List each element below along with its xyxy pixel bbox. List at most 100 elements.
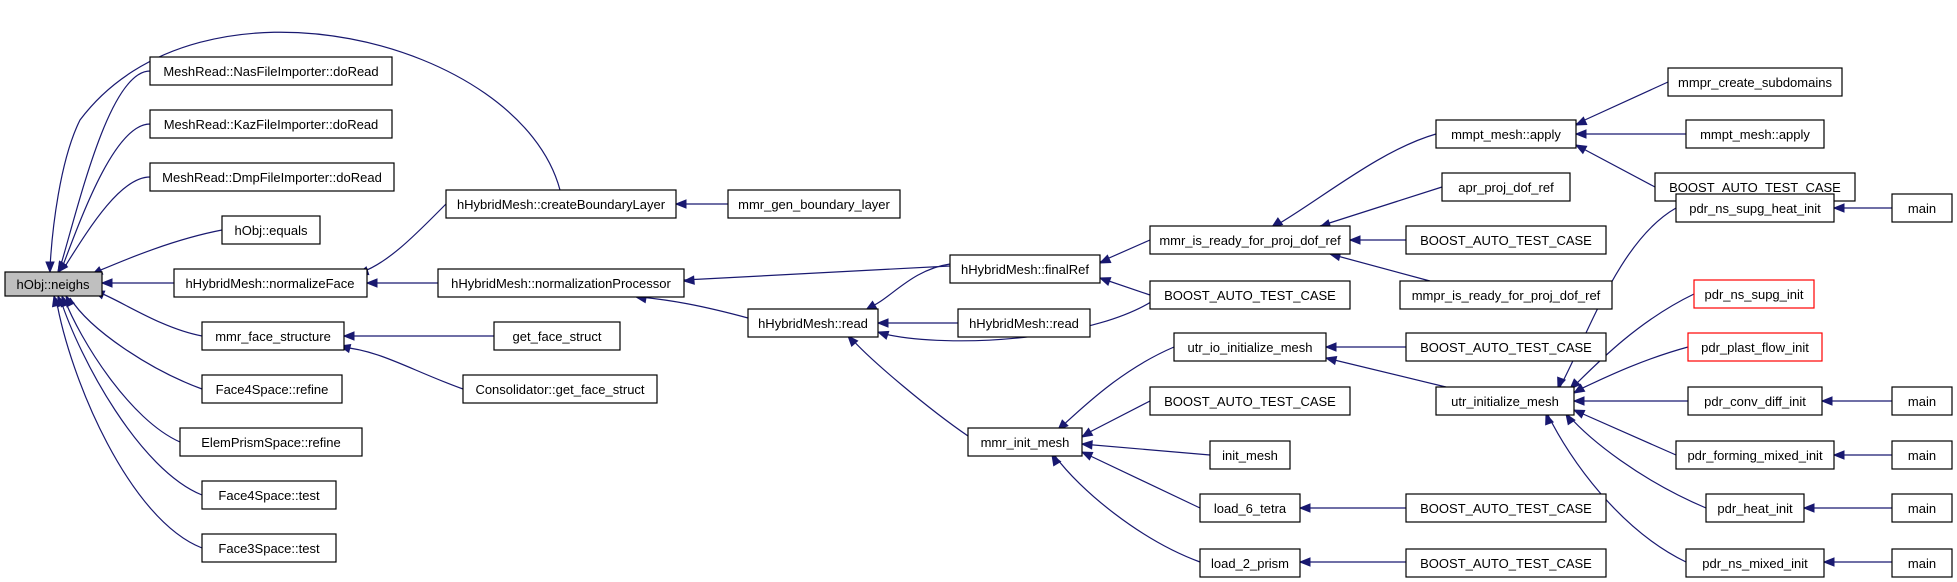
call-edge [1329,253,1431,282]
node-utr-io-initialize-mesh[interactable]: utr_io_initialize_mesh [1173,332,1327,362]
svg-text:utr_io_initialize_mesh: utr_io_initialize_mesh [1187,340,1312,355]
node-dmp-doread[interactable]: MeshRead::DmpFileImporter::doRead [149,162,395,192]
edge-arrowhead [45,261,55,274]
svg-text:pdr_ns_supg_heat_init: pdr_ns_supg_heat_init [1689,201,1821,216]
node-hhm-normalizationprocessor[interactable]: hHybridMesh::normalizationProcessor [437,268,685,298]
edge-arrowhead [365,278,378,288]
node-boost-f[interactable]: BOOST_AUTO_TEST_CASE [1405,548,1607,578]
node-pdr-forming-mixed-init[interactable]: pdr_forming_mixed_init [1675,440,1835,470]
svg-text:BOOST_AUTO_TEST_CASE: BOOST_AUTO_TEST_CASE [1420,233,1592,248]
node-hobj-equals[interactable]: hObj::equals [221,215,321,245]
call-edge [1054,455,1201,563]
edge-arrowhead [1080,440,1093,450]
node-utr-initialize-mesh[interactable]: utr_initialize_mesh [1435,386,1575,416]
edge-arrowhead [876,318,889,328]
node-kaz-doread[interactable]: MeshRead::KazFileImporter::doRead [149,109,393,139]
node-mmpt-mesh-apply[interactable]: mmpt_mesh::apply [1435,119,1577,149]
node-hhm-read[interactable]: hHybridMesh::read [747,308,879,338]
call-edge [1319,186,1443,227]
node-main-2[interactable]: main [1891,386,1953,416]
node-hhm-read-2[interactable]: hHybridMesh::read [957,308,1091,338]
call-edge [61,123,151,269]
svg-text:get_face_struct: get_face_struct [513,329,602,344]
call-edge [1081,400,1151,437]
node-init-mesh[interactable]: init_mesh [1209,440,1291,470]
svg-text:hHybridMesh::createBoundaryLay: hHybridMesh::createBoundaryLayer [457,197,666,212]
edge-arrowhead [1080,451,1094,461]
call-graph-nodes: hObj::neighs MeshRead::NasFileImporter::… [4,56,1953,578]
edge-arrowhead [1574,129,1587,139]
node-pdr-ns-mixed-init[interactable]: pdr_ns_mixed_init [1685,548,1825,578]
node-pdr-ns-supg-heat-init[interactable]: pdr_ns_supg_heat_init [1675,193,1835,223]
call-edge [1567,414,1707,509]
edge-arrowhead [1051,453,1062,467]
svg-text:BOOST_AUTO_TEST_CASE: BOOST_AUTO_TEST_CASE [1164,394,1336,409]
node-mmr-init-mesh[interactable]: mmr_init_mesh [967,427,1083,457]
node-nas-doread[interactable]: MeshRead::NasFileImporter::doRead [149,56,393,86]
node-main-4[interactable]: main [1891,493,1953,523]
call-edge [1573,346,1689,393]
edge-arrowhead [1572,383,1586,394]
node-get-face-struct[interactable]: get_face_struct [493,321,621,351]
node-mmr-face-structure[interactable]: mmr_face_structure [201,321,345,351]
edge-arrowhead [1298,557,1311,567]
call-edge [59,297,203,496]
node-hhm-finalref[interactable]: hHybridMesh::finalRef [949,254,1101,284]
svg-text:pdr_heat_init: pdr_heat_init [1717,501,1793,516]
node-mmpt-mesh-apply-2[interactable]: mmpt_mesh::apply [1685,119,1825,149]
edge-arrowhead [876,330,890,340]
node-main-3[interactable]: main [1891,440,1953,470]
svg-text:BOOST_AUTO_TEST_CASE: BOOST_AUTO_TEST_CASE [1420,501,1592,516]
edge-arrowhead [1822,557,1835,567]
call-edge [1325,357,1447,388]
node-boost-d[interactable]: BOOST_AUTO_TEST_CASE [1405,332,1607,362]
node-face4-test[interactable]: Face4Space::test [201,480,337,510]
node-face4-refine[interactable]: Face4Space::refine [201,374,343,404]
svg-text:main: main [1908,556,1936,571]
node-mmr-is-ready-for-proj-dof-ref[interactable]: mmr_is_ready_for_proj_dof_ref [1149,225,1351,255]
node-consolidator-get-face-struct[interactable]: Consolidator::get_face_struct [462,374,658,404]
call-edge [1573,409,1677,456]
node-elemprism-refine[interactable]: ElemPrismSpace::refine [179,427,363,457]
node-mmr-gen-boundary-layer[interactable]: mmr_gen_boundary_layer [727,189,901,219]
node-load-2-prism[interactable]: load_2_prism [1199,548,1301,578]
call-edge [49,31,561,269]
edge-arrowhead [100,278,113,288]
svg-text:mmpr_create_subdomains: mmpr_create_subdomains [1678,75,1832,90]
svg-text:main: main [1908,394,1936,409]
node-boost-e[interactable]: BOOST_AUTO_TEST_CASE [1405,493,1607,523]
node-pdr-conv-diff-init[interactable]: pdr_conv_diff_init [1687,386,1823,416]
svg-text:MeshRead::DmpFileImporter::doR: MeshRead::DmpFileImporter::doRead [162,170,382,185]
call-edge [849,336,969,437]
call-edge [683,265,951,281]
node-hobj-neighs[interactable]: hObj::neighs [4,271,103,297]
node-boost-a[interactable]: BOOST_AUTO_TEST_CASE [1149,280,1351,310]
node-load-6-tetra[interactable]: load_6_tetra [1199,493,1301,523]
edge-arrowhead [1324,342,1337,352]
node-pdr-heat-init[interactable]: pdr_heat_init [1705,493,1805,523]
svg-text:pdr_ns_mixed_init: pdr_ns_mixed_init [1702,556,1808,571]
node-pdr-ns-supg-init[interactable]: pdr_ns_supg_init [1693,279,1815,309]
node-main-1[interactable]: main [1891,193,1953,223]
edge-arrowhead [1545,412,1555,426]
node-mmpr-is-ready[interactable]: mmpr_is_ready_for_proj_dof_ref [1399,280,1613,310]
node-mmpr-create-subdomains[interactable]: mmpr_create_subdomains [1667,67,1843,97]
node-face3-test[interactable]: Face3Space::test [201,533,337,563]
svg-text:load_2_prism: load_2_prism [1211,556,1289,571]
call-edge [1575,81,1669,125]
svg-text:utr_initialize_mesh: utr_initialize_mesh [1451,394,1559,409]
svg-text:mmpt_mesh::apply: mmpt_mesh::apply [1451,127,1561,142]
node-hhm-createboundarylayer[interactable]: hHybridMesh::createBoundaryLayer [445,189,677,219]
node-main-5[interactable]: main [1891,548,1953,578]
svg-text:pdr_ns_supg_init: pdr_ns_supg_init [1704,287,1803,302]
edge-arrowhead [1572,409,1586,419]
node-hhm-normalizeface[interactable]: hHybridMesh::normalizeFace [173,268,368,298]
node-boost-b[interactable]: BOOST_AUTO_TEST_CASE [1149,386,1351,416]
edge-arrowhead [1557,376,1567,390]
node-pdr-plast-flow-init[interactable]: pdr_plast_flow_init [1687,332,1823,362]
svg-text:Face4Space::refine: Face4Space::refine [216,382,329,397]
node-boost-c[interactable]: BOOST_AUTO_TEST_CASE [1405,225,1607,255]
svg-text:mmr_gen_boundary_layer: mmr_gen_boundary_layer [738,197,890,212]
edge-arrowhead [1832,450,1845,460]
node-apr-proj-dof-ref[interactable]: apr_proj_dof_ref [1441,172,1571,202]
